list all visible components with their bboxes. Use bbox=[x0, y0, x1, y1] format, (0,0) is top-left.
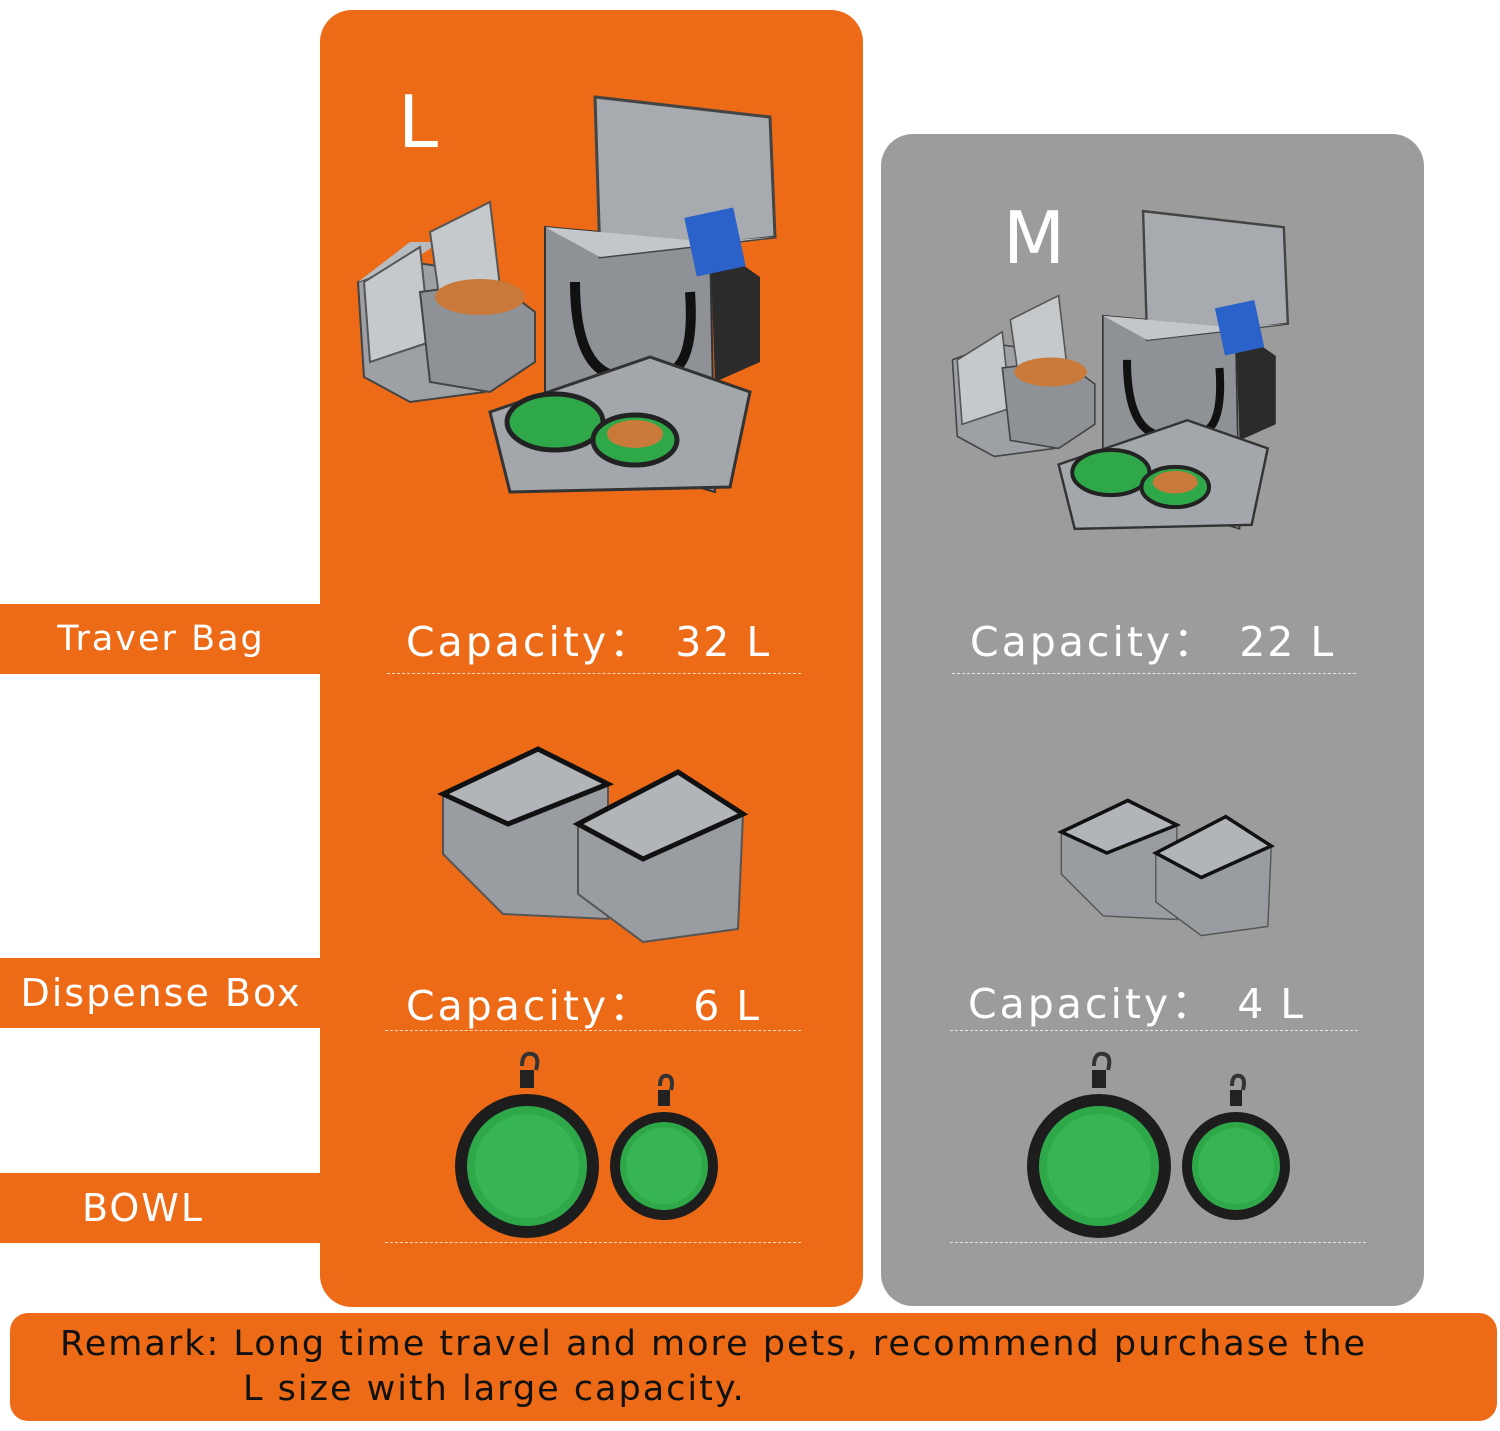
remark-text: Remark: Long time travel and more pets, … bbox=[60, 1322, 1480, 1412]
size-m-box-capacity: Capacity： 4 L bbox=[968, 970, 1305, 1030]
collapsible-bowl-pair-image bbox=[455, 1051, 718, 1238]
remark-line-2: L size with large capacity. bbox=[243, 1369, 746, 1409]
size-l-bowl-divider bbox=[385, 1242, 801, 1243]
size-m-bag-capacity-label: Capacity： bbox=[970, 618, 1218, 666]
size-l-box-capacity-label: Capacity： bbox=[406, 982, 654, 1030]
size-l-bag-capacity-value: 32 L bbox=[675, 618, 772, 666]
size-m-letter: M bbox=[1003, 196, 1066, 280]
travel-bag-set-image bbox=[356, 95, 777, 494]
remark-line-1: Remark: Long time travel and more pets, … bbox=[60, 1324, 1368, 1364]
dispense-box-pair-image bbox=[437, 746, 749, 944]
size-m-box-divider bbox=[950, 1030, 1358, 1031]
size-l-box-divider bbox=[385, 1030, 801, 1031]
row-label-travel-bag-text: Traver Bag bbox=[57, 619, 265, 659]
size-m-box-capacity-value: 4 L bbox=[1237, 980, 1306, 1028]
row-label-bowl: BOWL bbox=[0, 1173, 322, 1243]
size-l-letter: L bbox=[398, 80, 439, 164]
size-m-bag-capacity: Capacity： 22 L bbox=[970, 608, 1335, 668]
size-l-bag-capacity-label: Capacity： bbox=[406, 618, 654, 666]
size-l-box-capacity-value: 6 L bbox=[693, 982, 762, 1030]
travel-bag-set-image-m bbox=[951, 209, 1290, 531]
row-label-dispense-box: Dispense Box bbox=[0, 958, 322, 1028]
size-l-box-capacity: Capacity： 6 L bbox=[406, 972, 761, 1032]
remark-banner bbox=[10, 1313, 1497, 1421]
size-l-bag-capacity: Capacity： 32 L bbox=[406, 608, 771, 668]
size-m-box-capacity-label: Capacity： bbox=[968, 980, 1216, 1028]
size-m-bag-divider bbox=[952, 673, 1356, 674]
size-m-bowl-divider bbox=[950, 1242, 1366, 1243]
collapsible-bowl-pair-image-m bbox=[1027, 1051, 1290, 1238]
size-m-bag-capacity-value: 22 L bbox=[1239, 618, 1336, 666]
row-label-dispense-box-text: Dispense Box bbox=[20, 971, 302, 1015]
dispense-box-pair-image-m bbox=[1057, 798, 1275, 937]
row-label-travel-bag: Traver Bag bbox=[0, 604, 322, 674]
size-l-bag-divider bbox=[387, 673, 801, 674]
row-label-bowl-text: BOWL bbox=[82, 1186, 205, 1230]
